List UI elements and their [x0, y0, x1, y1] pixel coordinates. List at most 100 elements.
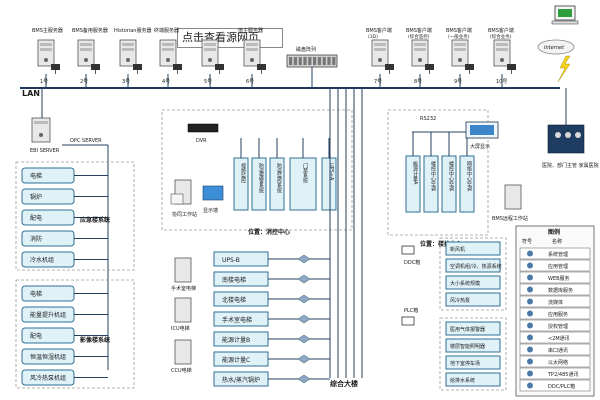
storage-label: 磁盘阵列 — [296, 46, 316, 53]
emergency-item[interactable]: 冷水机组 — [21, 251, 108, 268]
subsystem-cell[interactable]: 能源计量B — [213, 331, 330, 347]
big-screen-icon — [465, 121, 499, 139]
emergency-item[interactable]: 消防 — [21, 230, 108, 247]
fire-module[interactable]: 防盗监控系统 — [269, 138, 285, 211]
subsystem-cell[interactable]: 南楼电梯 — [213, 271, 330, 287]
legend-item: 授权管理 — [519, 319, 591, 332]
legend-item: TP2/485通讯 — [519, 367, 591, 380]
server-role-label: BMS客户端 — [446, 27, 472, 34]
building-control-center-frame — [387, 109, 489, 236]
fire-center-modules: 视频监控防盗报警系统防盗监控系统 门禁系统 UPS+A — [233, 138, 337, 211]
server-number-label: 4号 — [162, 79, 170, 85]
fire-module[interactable]: 门禁系统 — [289, 138, 317, 211]
plc-items-entry-label: 楼层智能照明器 — [450, 343, 485, 350]
legend-item: DDC/PLC箱 — [519, 379, 591, 392]
mid-device[interactable]: ICU电梯 — [171, 297, 192, 332]
plc-items-entry[interactable]: 给排水系统 — [445, 372, 501, 387]
legend-symbol-icon — [527, 298, 533, 305]
building-control-module[interactable]: 能源计量A — [405, 132, 421, 213]
legend-item-label: 串口通讯 — [548, 347, 568, 354]
plc-items-entry[interactable]: 地下室停车场 — [445, 355, 501, 370]
emergency-item[interactable]: 电梯 — [21, 167, 108, 184]
subsystem-cell[interactable]: 热水/蒸汽锅炉 — [213, 371, 330, 387]
imaging-item[interactable]: 能量提升机组 — [21, 306, 108, 323]
subsystem-cell[interactable]: UPS-B — [213, 251, 330, 267]
building-control-module-label: 楼控中心空调 — [448, 160, 454, 192]
fire-module[interactable]: 视频监控 — [233, 138, 249, 211]
server-number-label: 8号 — [414, 79, 422, 85]
bms-remote-workstation-label: BMS远程工作站 — [492, 215, 528, 222]
plc-items-entry[interactable]: 医用气体报警器 — [445, 321, 501, 336]
subsystem-cell-label: 南楼电梯 — [222, 276, 246, 284]
plc-box-icon — [401, 316, 415, 326]
imaging-item[interactable]: 电梯 — [21, 285, 108, 302]
building-control-module[interactable]: 楼控中心空调 — [423, 132, 439, 213]
imaging-item[interactable]: 恒温恒湿机组 — [21, 348, 108, 365]
server-8[interactable]: BMS客户端(综合监控)8号 — [406, 27, 435, 88]
server-icon — [411, 39, 435, 75]
server-icon — [201, 39, 225, 75]
emergency-item[interactable]: 配电 — [21, 209, 108, 226]
imaging-item-label: 风冷热泵机组 — [30, 374, 66, 382]
subsystem-cell[interactable]: 北楼电梯 — [213, 291, 330, 307]
legend-symbol-icon — [527, 358, 533, 365]
plc-items-entry-label: 给排水系统 — [450, 377, 475, 384]
fire-module[interactable]: 防盗报警系统 — [251, 138, 267, 211]
imaging-item[interactable]: 配电 — [21, 327, 108, 344]
legend-item: WEB服务 — [519, 271, 591, 284]
building-control-module[interactable]: 楼控中心空调 — [441, 132, 457, 213]
server-number-label: 2号 — [80, 79, 88, 85]
server-sub-label: (综合业务) — [490, 33, 512, 40]
fire-module-label: 门禁系统 — [302, 162, 308, 184]
rs232-label: RS232 — [420, 116, 436, 122]
emergency-system-frame — [15, 161, 135, 271]
legend-symbol-icon — [527, 310, 533, 317]
server-10[interactable]: BMS客户端(综合业务)10号 — [488, 27, 517, 88]
mid-device-label: CCU电梯 — [171, 367, 192, 374]
subsystem-cell-label: 能源计量C — [222, 356, 250, 364]
legend-item-label: DDC/PLC箱 — [548, 383, 575, 390]
server-5[interactable]: 5号 — [201, 39, 225, 88]
imaging-system-frame — [15, 279, 135, 389]
subsystem-cell[interactable]: 能源计量C — [213, 351, 330, 367]
subsystem-cell-label: 能源计量B — [222, 336, 250, 344]
ddc-items-entry[interactable]: 风冷热泵 — [445, 292, 501, 307]
display-wall-icon — [202, 185, 224, 201]
fire-center-location: 位置：消控中心 — [248, 228, 290, 236]
mid-device-label: 手术室电梯 — [171, 285, 196, 292]
legend-item-label: 以太网络 — [548, 359, 568, 366]
imaging-item[interactable]: 风冷热泵机组 — [21, 369, 108, 386]
legend-symbol-icon — [527, 250, 533, 257]
subsystem-cell-label: 北楼电梯 — [222, 296, 246, 304]
server-9[interactable]: BMS客户端(一般业务)9号 — [446, 27, 475, 88]
ddc-items-entry[interactable]: 新风机 — [445, 241, 501, 256]
fire-module-label: 视频监控 — [240, 162, 246, 184]
dvr-label: DVR — [196, 138, 207, 144]
legend-symbol-icon — [527, 274, 533, 281]
ddc-items-entry[interactable]: 空调机组/冷、热源系统 — [445, 258, 502, 273]
building-control-module-label: 能源计量A — [412, 160, 418, 185]
fire-module[interactable]: UPS+A — [321, 138, 337, 211]
ddc-box-label: DDC箱 — [404, 259, 420, 266]
emergency-item[interactable]: 锅炉 — [21, 188, 108, 205]
fire-control-center-frame — [161, 109, 353, 231]
legend-header-symbol: 符号 — [522, 238, 532, 245]
legend-item-label: 数据库服务 — [548, 287, 573, 294]
ddc-items-entry[interactable]: 大小系统规模 — [445, 275, 501, 290]
server-role-label: BMS主服务器 — [32, 27, 63, 34]
plc-items-entry[interactable]: 楼层智能照明器 — [445, 338, 501, 353]
building-control-module[interactable]: 网络中心空调 — [459, 132, 475, 213]
server-number-label: 3号 — [122, 79, 130, 85]
server-7[interactable]: BMS客户端(3D)7号 — [366, 27, 395, 88]
server-number-label: 9号 — [454, 79, 462, 85]
subsystem-cell[interactable]: 手术室电梯 — [213, 311, 330, 327]
mid-device[interactable]: CCU电梯 — [171, 339, 192, 374]
mid-device[interactable]: 手术室电梯 — [171, 257, 196, 292]
